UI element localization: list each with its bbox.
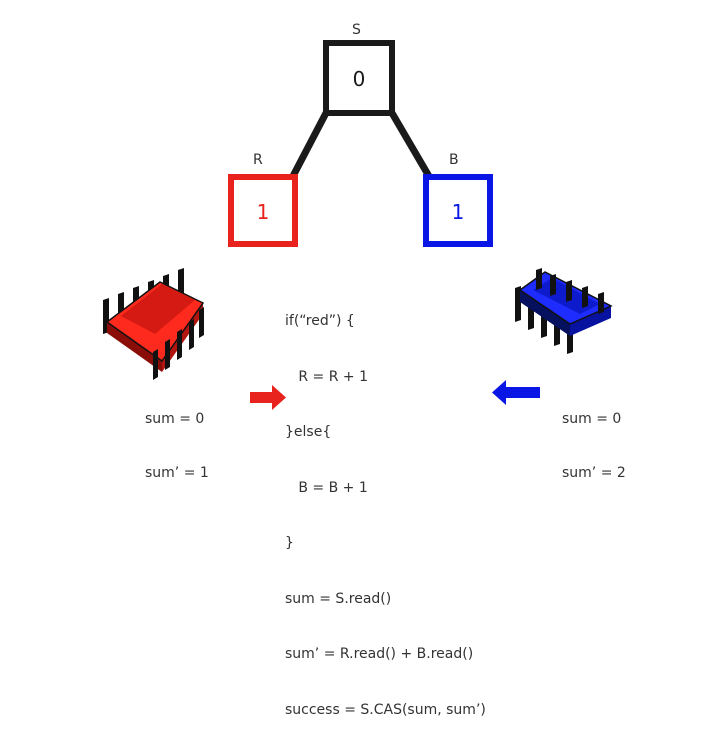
red-sum-prime-line: sum’ = 1 bbox=[145, 464, 209, 482]
code-line: B = B + 1 bbox=[285, 479, 486, 498]
register-r-value: 1 bbox=[233, 200, 293, 224]
blue-sum-line: sum = 0 bbox=[562, 410, 626, 428]
code-line: if(“red”) { bbox=[285, 312, 486, 331]
code-block: if(“red”) { R = R + 1 }else{ B = B + 1 }… bbox=[285, 275, 486, 738]
register-r-label: R bbox=[253, 152, 263, 168]
code-line: sum = S.read() bbox=[285, 590, 486, 609]
code-line: }else{ bbox=[285, 423, 486, 442]
blue-sum-prime-line: sum’ = 2 bbox=[562, 464, 626, 482]
blue-pointer-arrow-icon bbox=[492, 380, 540, 405]
code-line: } bbox=[285, 534, 486, 553]
red-sum-line: sum = 0 bbox=[145, 410, 209, 428]
red-pointer-arrow-icon bbox=[250, 385, 286, 410]
code-line: success = S.CAS(sum, sum’) bbox=[285, 701, 486, 720]
register-s-value: 0 bbox=[329, 67, 389, 91]
code-line: sum’ = R.read() + B.read() bbox=[285, 645, 486, 664]
red-processor-chip-icon bbox=[103, 268, 204, 380]
edge-s-r bbox=[292, 113, 326, 178]
red-processor-sums: sum = 0 sum’ = 1 bbox=[145, 374, 209, 500]
register-b-value: 1 bbox=[428, 200, 488, 224]
register-b-label: B bbox=[449, 152, 459, 168]
register-s-label: S bbox=[352, 22, 361, 38]
blue-processor-sums: sum = 0 sum’ = 2 bbox=[562, 374, 626, 500]
code-line: R = R + 1 bbox=[285, 368, 486, 387]
blue-processor-chip-icon bbox=[515, 268, 611, 354]
edge-s-b bbox=[392, 113, 430, 178]
